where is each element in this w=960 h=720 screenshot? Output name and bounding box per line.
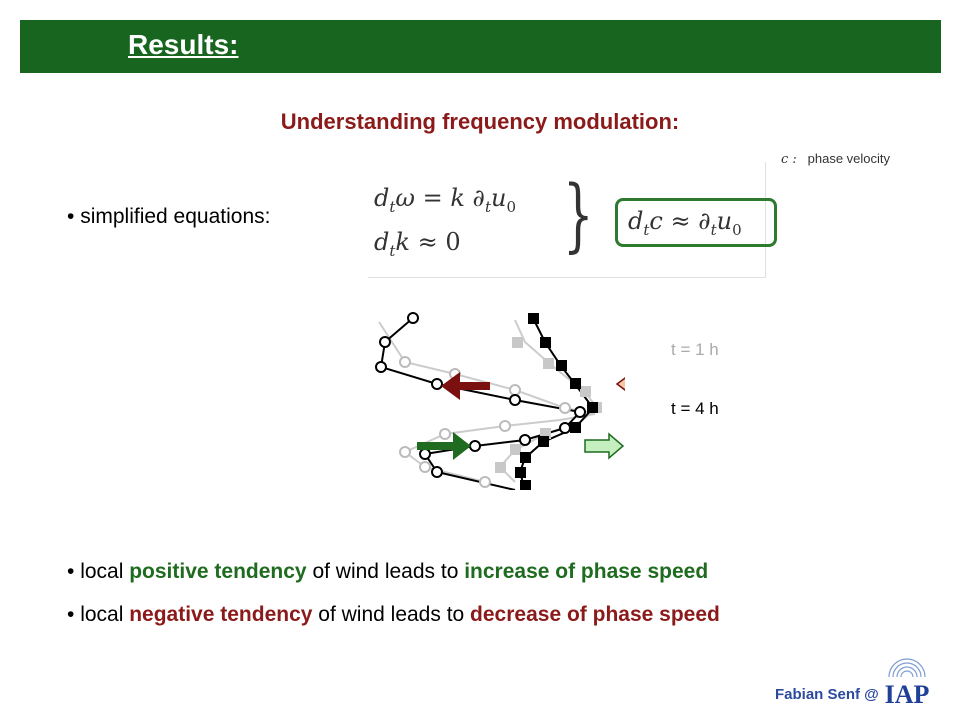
wave-figure xyxy=(375,312,625,490)
iap-logo: IAP xyxy=(885,658,930,705)
bullet-positive-tendency: • local positive tendency of wind leads … xyxy=(67,560,709,583)
logo-text: IAP xyxy=(885,680,930,705)
equation-phase-velocity: dtc ≈ ∂tu0 xyxy=(628,207,742,239)
bullet-text: simplified equations: xyxy=(80,205,271,228)
header-bar xyxy=(20,20,941,73)
light-green-arrow-icon xyxy=(584,432,625,460)
black-circles xyxy=(375,312,586,478)
legend-t1: t = 1 h xyxy=(671,340,719,359)
equation-omega: dtω = k ∂tu0 xyxy=(374,184,516,216)
dark-red-arrow-icon xyxy=(441,372,490,400)
dark-green-arrow-icon xyxy=(417,432,471,460)
increase-phase-speed-text: increase of phase speed xyxy=(464,560,709,583)
bullet-simplified-equations: • simplified equations: xyxy=(67,205,271,228)
decrease-phase-speed-text: decrease of phase speed xyxy=(470,603,720,626)
light-red-arrow-icon xyxy=(615,377,625,391)
bullet-negative-tendency: • local negative tendency of wind leads … xyxy=(67,603,720,626)
right-brace: } xyxy=(563,168,594,261)
black-square-line xyxy=(518,317,595,490)
negative-tendency-text: negative tendency xyxy=(129,603,313,626)
slide-subtitle: Understanding frequency modulation: xyxy=(280,109,680,134)
result-equation-box: dtc ≈ ∂tu0 xyxy=(615,198,777,247)
gray-square-line xyxy=(498,319,599,483)
slide-title: Results: xyxy=(128,29,239,60)
footer-author: Fabian Senf @ xyxy=(775,686,879,703)
equation-panel: dtω = k ∂tu0 dtk ≈ 0 } dtc ≈ ∂tu0 xyxy=(368,162,777,278)
black-squares xyxy=(515,313,598,490)
legend-t4: t = 4 h xyxy=(671,399,719,418)
equation-k: dtk ≈ 0 xyxy=(374,228,461,260)
phase-velocity-note: c : phase velocity xyxy=(781,151,891,167)
gray-circle-line xyxy=(378,321,596,483)
positive-tendency-text: positive tendency xyxy=(129,560,307,583)
